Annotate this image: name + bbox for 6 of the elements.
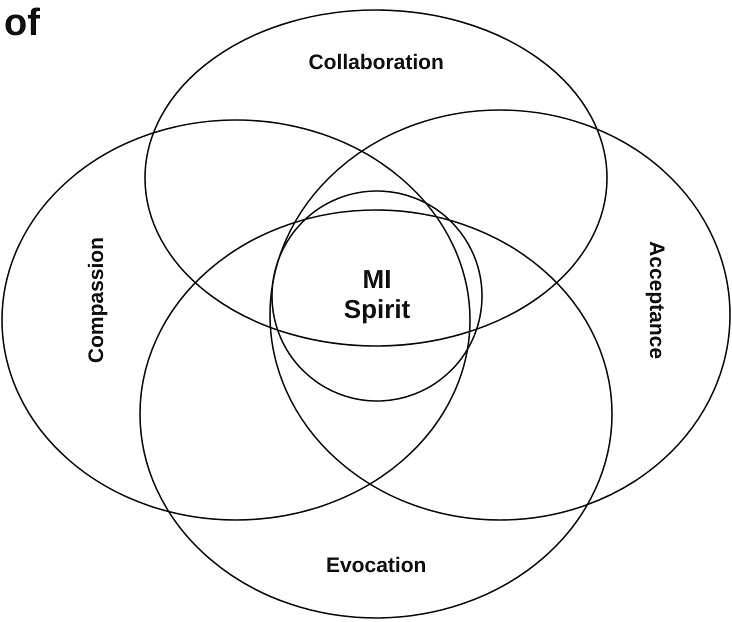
circle-label: MI Spirit [342,265,412,325]
circle-label: Evocation [326,554,426,578]
title: of [4,2,40,45]
circle-label: Compassion [84,237,109,364]
circle-label: Collaboration [308,51,444,76]
circle-label: Acceptance [644,241,668,360]
